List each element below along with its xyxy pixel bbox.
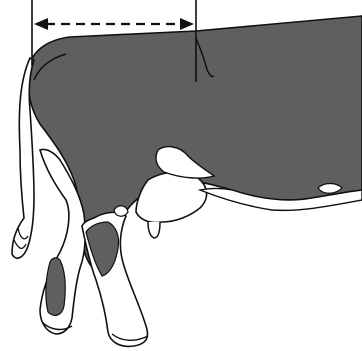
arrowhead-right-icon xyxy=(180,18,194,30)
thigh-spot xyxy=(114,206,128,217)
arrowhead-left-icon xyxy=(34,18,48,30)
leg-patch-far xyxy=(46,258,65,316)
teat xyxy=(148,222,160,238)
